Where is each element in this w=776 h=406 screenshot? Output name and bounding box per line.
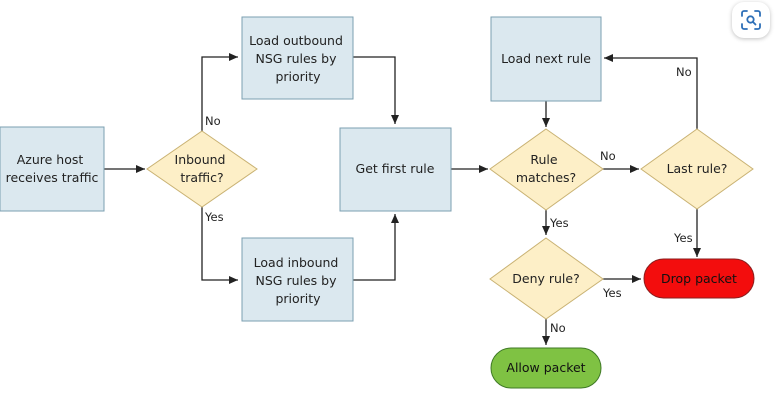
node-get-first-rule: Get first rule (339, 127, 452, 212)
edge-label-last-yes: Yes (673, 231, 693, 245)
decision-rule-matches: Rule matches? (489, 128, 604, 211)
edge-outbound-to-first (353, 56, 399, 124)
decision-deny-rule-label: Deny rule? (512, 271, 579, 286)
terminal-allow-packet-label: Allow packet (506, 360, 585, 375)
decision-last-rule: Last rule? (640, 128, 754, 210)
decision-deny-rule: Deny rule? (489, 237, 604, 320)
node-load-next-rule: Load next rule (490, 16, 602, 102)
node-get-first-rule-label: Get first rule (356, 161, 435, 176)
connectors (104, 53, 701, 345)
terminal-drop-packet-label: Drop packet (661, 271, 737, 286)
edge-inbound-load-to-first (353, 214, 399, 281)
node-load-inbound: Load inbound NSG rules by priority (241, 237, 354, 322)
edge-last-no (604, 54, 698, 129)
node-load-next-rule-label: Load next rule (501, 51, 591, 66)
terminal-drop-packet: Drop packet (643, 258, 755, 299)
node-azure-host-label: Azure host receives traffic (6, 152, 99, 185)
visual-search-button[interactable] (732, 2, 770, 38)
decision-last-rule-label: Last rule? (667, 161, 728, 176)
edge-inbound-no (201, 53, 238, 131)
edge-label-match-no: No (600, 149, 616, 163)
edge-label-deny-no: No (550, 321, 566, 335)
terminal-allow-packet: Allow packet (490, 347, 602, 389)
edge-label-inbound-yes: Yes (204, 210, 224, 224)
edge-labels: No Yes No Yes No Yes Yes No (204, 65, 693, 335)
node-azure-host: Azure host receives traffic (0, 126, 105, 212)
visual-search-icon (741, 10, 761, 30)
edge-label-last-no: No (676, 65, 692, 79)
edge-label-inbound-no: No (205, 114, 221, 128)
decision-inbound-traffic: Inbound traffic? (146, 130, 258, 208)
node-load-outbound-label: Load outbound NSG rules by priority (249, 33, 347, 84)
edge-inbound-yes (201, 207, 238, 284)
node-load-inbound-label: Load inbound NSG rules by priority (254, 255, 343, 306)
decision-rule-matches-label: Rule matches? (516, 152, 576, 185)
edge-label-deny-yes: Yes (602, 286, 622, 300)
edge-label-match-yes: Yes (549, 216, 569, 230)
decision-inbound-traffic-label: Inbound traffic? (175, 152, 230, 185)
node-load-outbound: Load outbound NSG rules by priority (241, 16, 354, 100)
